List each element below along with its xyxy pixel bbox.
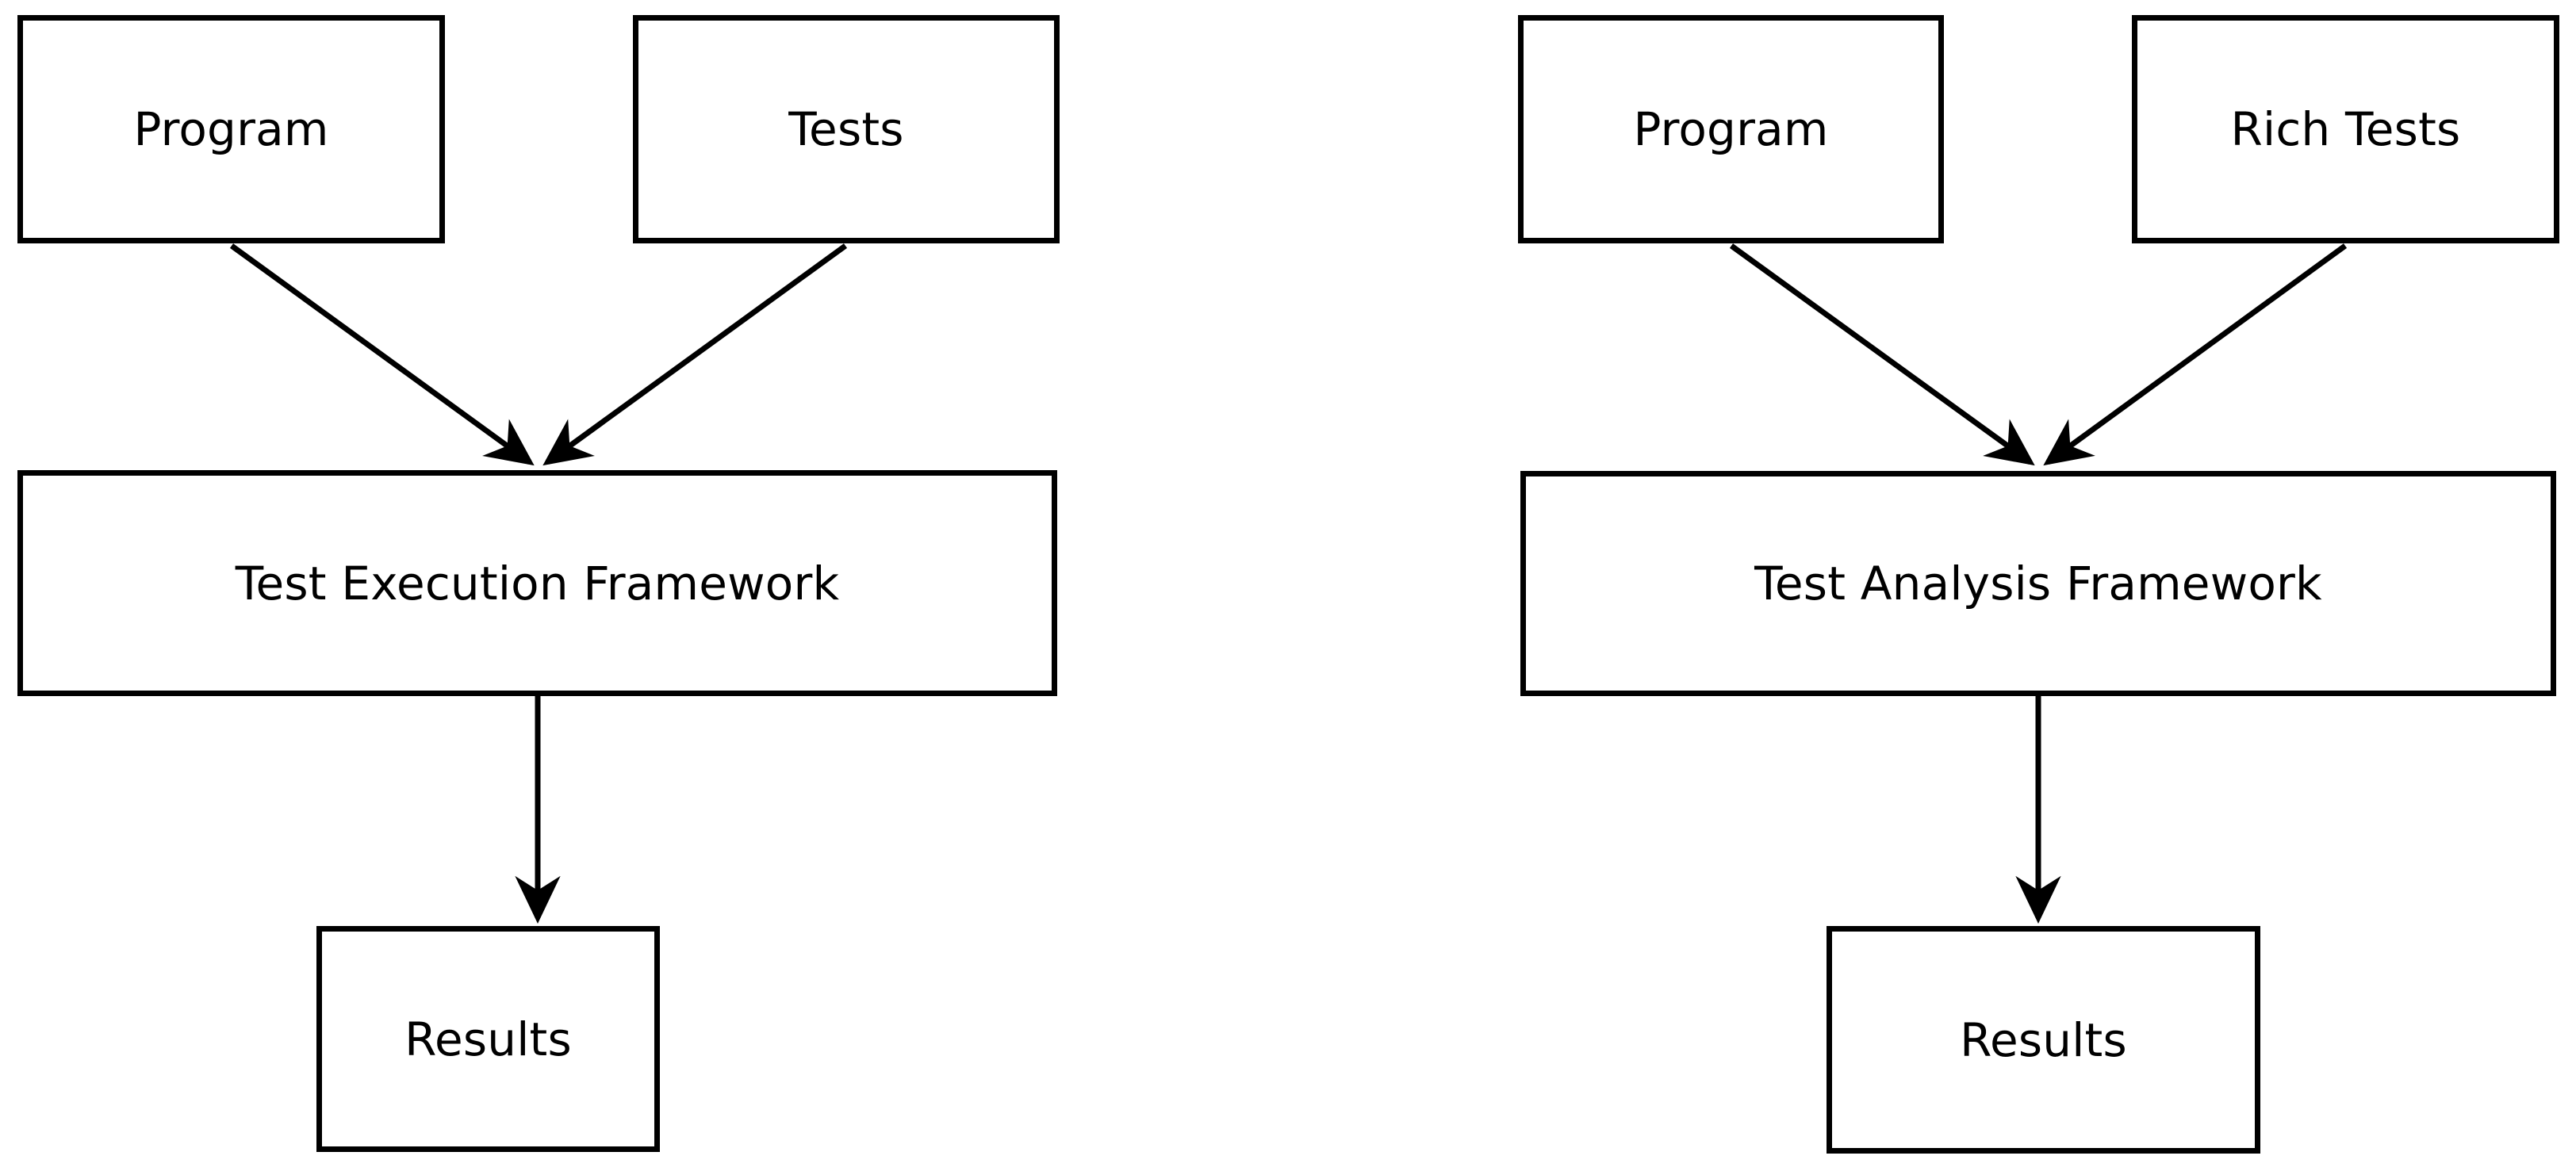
node-program-left: Program [17, 15, 445, 243]
node-label-results-left: Results [404, 1012, 572, 1066]
arrow-richtests-to-framework-right [2043, 243, 2348, 466]
node-label-tests-left: Tests [788, 102, 904, 156]
node-label-results-right: Results [1960, 1012, 2127, 1067]
node-test-analysis-framework: Test Analysis Framework [1520, 471, 2556, 696]
node-label-program-left: Program [133, 102, 329, 156]
node-results-left: Results [316, 926, 660, 1152]
arrow-program-to-framework-left [229, 243, 535, 466]
node-label-test-execution-framework: Test Execution Framework [235, 556, 840, 610]
node-results-right: Results [1827, 926, 2260, 1154]
node-label-test-analysis-framework: Test Analysis Framework [1754, 557, 2322, 610]
node-tests-left: Tests [633, 15, 1060, 243]
node-program-right: Program [1518, 15, 1944, 243]
node-rich-tests-right: Rich Tests [2132, 15, 2559, 243]
node-label-program-right: Program [1633, 102, 1829, 156]
arrow-program-to-framework-right [1729, 243, 2035, 466]
arrow-tests-to-framework-left [542, 243, 848, 466]
node-label-rich-tests-right: Rich Tests [2230, 102, 2461, 156]
node-test-execution-framework: Test Execution Framework [17, 470, 1057, 696]
